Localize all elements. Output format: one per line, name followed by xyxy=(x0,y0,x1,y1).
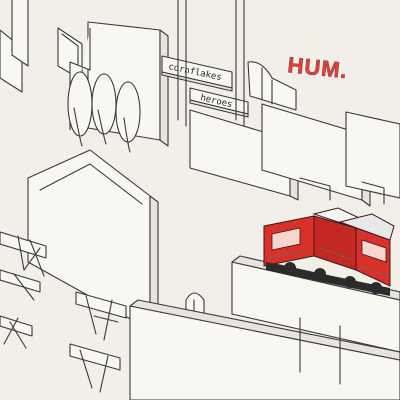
oval-1 xyxy=(67,71,93,147)
left-trestles xyxy=(0,231,47,349)
house-panel xyxy=(27,149,159,337)
sign-heroes: heroes xyxy=(189,87,249,118)
ovals xyxy=(67,71,141,153)
oval-2 xyxy=(91,73,117,145)
sign-cornflakes: cornflakes xyxy=(161,55,233,92)
vertical-posts xyxy=(177,0,245,127)
bottom-wall xyxy=(129,299,400,400)
artwork-title: HUM. xyxy=(286,52,349,83)
red-locomotive xyxy=(263,207,395,296)
oval-3 xyxy=(115,81,141,153)
mid-right-panels xyxy=(189,103,400,207)
curved-shelf xyxy=(247,61,297,111)
center-trestles xyxy=(69,291,127,393)
